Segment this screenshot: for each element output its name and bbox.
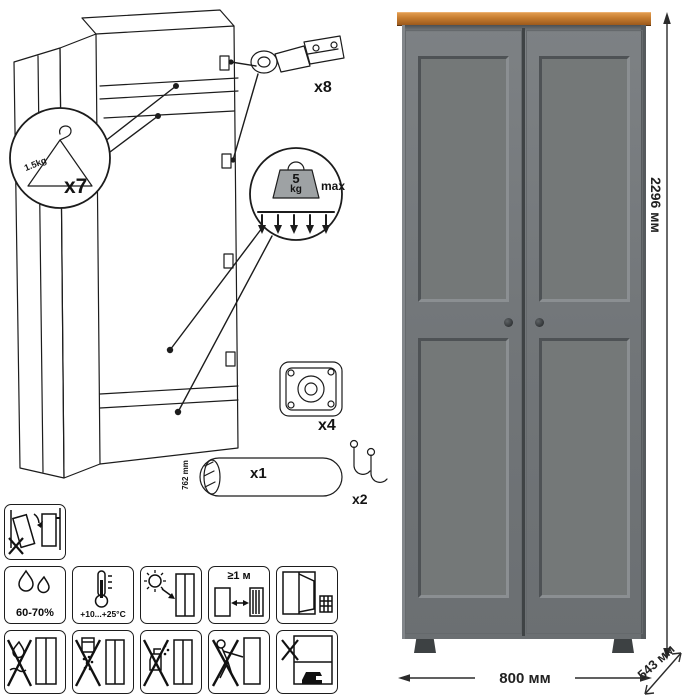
foot-part <box>279 361 343 417</box>
hinge-count-label: x8 <box>314 79 332 96</box>
icon-anti-tip-anchor <box>4 504 66 560</box>
icon-temperature: +10...+25°C <box>72 566 134 624</box>
rod-count-label: x1 <box>250 465 267 482</box>
wardrobe-body <box>402 25 646 639</box>
wardrobe-right-foot <box>612 639 634 653</box>
humidity-range-label: 60-70% <box>16 607 54 619</box>
right-door-lower-panel <box>539 338 630 598</box>
shelf-load-value-label: 5 <box>292 171 300 186</box>
temperature-range-label: +10...+25°C <box>80 609 126 619</box>
foot-count-label: x4 <box>318 417 336 434</box>
hanger-count-label: x7 <box>64 175 88 198</box>
shelf-load-unit-label: kg <box>290 184 302 195</box>
rod-part <box>199 457 343 497</box>
left-edge <box>402 25 405 639</box>
hinge-hardware <box>250 35 345 74</box>
right-door-knob <box>535 318 544 327</box>
rod-length-label: 762 mm <box>181 460 190 490</box>
icon-ventilation <box>276 566 338 624</box>
icon-humidity: 60-70% <box>4 566 66 624</box>
right-edge <box>641 25 646 639</box>
wardrobe-render <box>397 12 651 664</box>
width-dimension-label: 800 мм <box>475 670 575 687</box>
left-door-knob <box>504 318 513 327</box>
hook-count-label: x2 <box>352 491 368 507</box>
icon-no-solvents <box>140 630 202 694</box>
height-dimension-label: 2296 мм <box>648 177 664 233</box>
door-gap <box>522 28 525 636</box>
left-door-upper-panel <box>418 56 509 302</box>
icon-no-dragging <box>208 630 270 694</box>
hanger-callout <box>9 107 111 209</box>
min-distance-label: ≥1 м <box>227 570 251 582</box>
hooks-part <box>349 439 388 483</box>
max-load-callout <box>249 147 343 241</box>
icon-no-abrasives <box>72 630 134 694</box>
technical-drawing <box>9 9 388 497</box>
wardrobe-top-trim <box>397 12 651 25</box>
icon-no-heavy-load <box>276 630 338 694</box>
icon-no-wet-cleaning <box>4 630 66 694</box>
icon-distance-from-heat: ≥1 м <box>208 566 270 624</box>
wardrobe-left-door <box>405 30 522 634</box>
icon-no-direct-sunlight <box>140 566 202 624</box>
right-door-upper-panel <box>539 56 630 302</box>
shelf-load-max-label: max <box>321 179 346 193</box>
wardrobe-right-door <box>526 30 643 634</box>
wardrobe-wireframe <box>13 9 239 479</box>
leader-lines <box>101 61 273 413</box>
left-door-lower-panel <box>418 338 509 598</box>
wardrobe-left-foot <box>414 639 436 653</box>
